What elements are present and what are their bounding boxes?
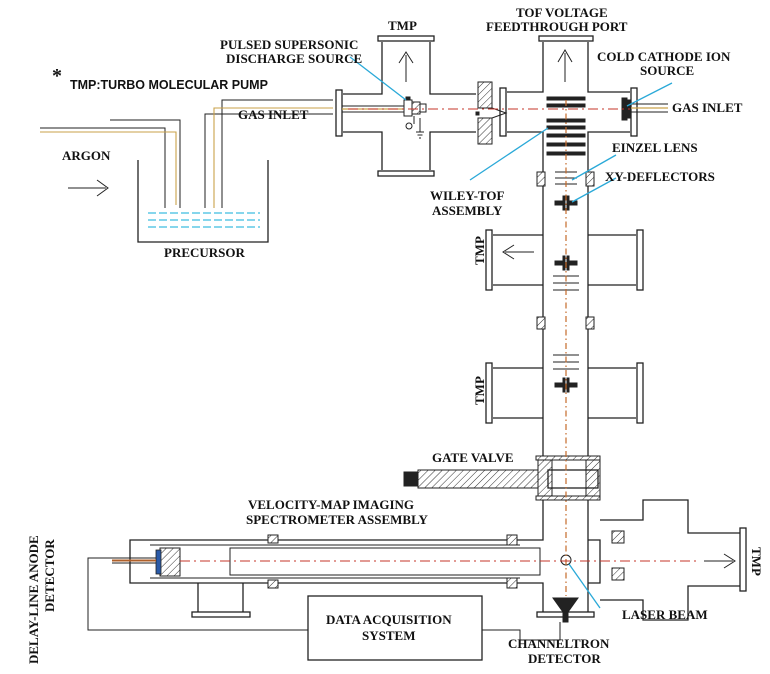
- vmi-bottom-flange: [191, 611, 251, 618]
- tmp-mid2-label: TMP: [472, 376, 487, 405]
- gas-inlet-right-label: GAS INLET: [672, 100, 743, 115]
- argon-arrow: [68, 179, 109, 197]
- channeltron-cone: [552, 597, 579, 613]
- tof-left-flange: [499, 87, 507, 137]
- cold-cathode-label-2: SOURCE: [640, 63, 694, 78]
- delay-line-label-1: DELAY-LINE ANODE: [26, 535, 41, 664]
- argon-label: ARGON: [62, 148, 111, 163]
- gas-inlet-left-label: GAS INLET: [238, 107, 309, 122]
- delay-line-anode-detector: [155, 549, 162, 575]
- precursor-reservoir: [40, 99, 333, 243]
- gate-valve: [403, 455, 601, 501]
- footnote-asterisk: *: [52, 65, 62, 87]
- tmp-right-arrow: [704, 553, 736, 569]
- wiley-tof-label-1: WILEY-TOF: [430, 188, 504, 203]
- daq-label-2: SYSTEM: [362, 628, 415, 643]
- channeltron-label-1: CHANNELTRON: [508, 636, 610, 651]
- flight-tube: [536, 168, 595, 460]
- delay-line-label-2: DETECTOR: [42, 539, 57, 612]
- skimmer-flange: [475, 81, 508, 145]
- xy-deflectors-label: XY-DEFLECTORS: [605, 169, 715, 184]
- footnote-label: TMP:TURBO MOLECULAR PUMP: [70, 78, 268, 92]
- right-pump-chamber: [600, 499, 747, 621]
- wiley-tof-label-2: ASSEMBLY: [432, 203, 503, 218]
- channeltron-label-2: DETECTOR: [528, 651, 601, 666]
- einzel-lens-label: EINZEL LENS: [612, 140, 698, 155]
- pump-cross-1: [485, 229, 644, 291]
- vmi-label-1: VELOCITY-MAP IMAGING: [248, 497, 414, 512]
- source-left-flange: [335, 89, 343, 137]
- pump-cross-2: [485, 354, 644, 424]
- leader-lines: [349, 56, 673, 609]
- tof-voltage-label-1: TOF VOLTAGE: [516, 5, 608, 20]
- tof-voltage-label-2: FEEDTHROUGH PORT: [486, 19, 628, 34]
- source-bottom-flange: [377, 170, 435, 177]
- tmp-right-label: TMP: [749, 547, 764, 576]
- tmp-mid1-label: TMP: [472, 236, 487, 265]
- daq-label-1: DATA ACQUISITION: [326, 612, 452, 627]
- tmp-top-arrow: [398, 51, 414, 82]
- daq-wiring: [87, 557, 561, 661]
- tmp-mid1-arrow: [502, 244, 534, 260]
- gate-valve-label: GATE VALVE: [432, 450, 514, 465]
- tof-top-flange: [538, 35, 594, 42]
- precursor-label: PRECURSOR: [164, 245, 246, 260]
- detector-holder: [159, 547, 181, 577]
- laser-beam-label: LASER BEAM: [622, 607, 708, 622]
- pulsed-source-label-2: DISCHARGE SOURCE: [226, 51, 362, 66]
- vmi-label-2: SPECTROMETER ASSEMBLY: [246, 512, 429, 527]
- source-chamber: [335, 35, 476, 177]
- tof-port-arrow: [557, 49, 573, 82]
- pulsed-source-label-1: PULSED SUPERSONIC: [220, 37, 358, 52]
- source-top-flange: [377, 35, 435, 42]
- vmi-spectrometer: [112, 500, 601, 623]
- tube-clamp: [536, 171, 546, 187]
- daq-box: [307, 595, 483, 661]
- cold-cathode-label-1: COLD CATHODE ION: [597, 49, 731, 64]
- tmp-top-label: TMP: [388, 18, 417, 33]
